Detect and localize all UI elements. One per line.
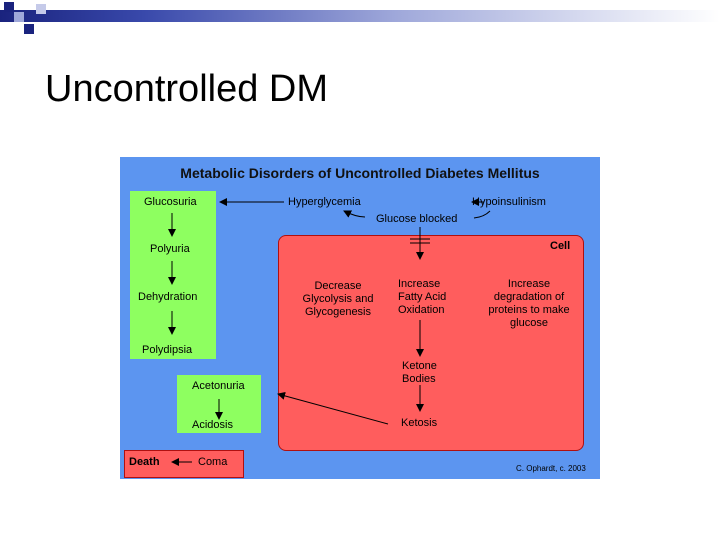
decor-square (36, 4, 46, 14)
node-ketosis: Ketosis (401, 417, 438, 429)
node-glucose-blocked: Glucose blocked (376, 213, 458, 225)
node-hypoinsulinism: Hypoinsulinism (472, 196, 546, 208)
decor-square (24, 24, 34, 34)
node-decrease-glycolysis: Decrease Glycolysis and Glycogenesis (292, 280, 384, 319)
node-increase-fatty-acid: Increase Fatty Acid Oxidation (398, 278, 446, 317)
diagram-title: Metabolic Disorders of Uncontrolled Diab… (180, 165, 540, 181)
node-increase-pr-line1: Increase (507, 278, 551, 290)
node-increase-fa-line3: Oxidation (398, 304, 445, 316)
node-decrease-line1: Decrease (314, 280, 362, 292)
node-increase-pr-line2: degradation of (493, 291, 565, 303)
arrows-layer (168, 198, 491, 466)
decor-square (14, 12, 24, 22)
arrow (343, 210, 366, 218)
node-acetonuria: Acetonuria (192, 380, 245, 392)
arrow (473, 210, 491, 219)
node-polydipsia: Polydipsia (142, 344, 193, 356)
metabolic-disorders-diagram: Metabolic Disorders of Uncontrolled Diab… (120, 157, 600, 479)
node-increase-pr-line3: proteins to make (488, 304, 570, 316)
node-increase-fa-line1: Increase (398, 278, 441, 290)
node-glucosuria: Glucosuria (144, 196, 197, 208)
arrow (277, 391, 389, 425)
decor-square (4, 2, 14, 12)
cell-box (278, 235, 584, 451)
node-ketone-bodies: Ketone Bodies (402, 360, 437, 386)
slide-title: Uncontrolled DM (45, 68, 328, 110)
node-decrease-line3: Glycogenesis (304, 306, 372, 318)
node-acidosis: Acidosis (192, 419, 233, 431)
node-decrease-line2: Glycolysis and (302, 293, 374, 305)
header-gradient-bar (0, 10, 720, 22)
node-ketone-line2: Bodies (402, 373, 436, 385)
node-increase-fa-line2: Fatty Acid (398, 291, 447, 303)
cell-label: Cell (550, 240, 571, 252)
node-dehydration: Dehydration (138, 291, 198, 303)
node-hyperglycemia: Hyperglycemia (288, 196, 361, 208)
node-increase-pr-line4: glucose (510, 317, 548, 329)
node-ketone-line1: Ketone (402, 360, 437, 372)
credit-text: C. Ophardt, c. 2003 (516, 464, 586, 473)
node-coma: Coma (198, 456, 228, 468)
node-death: Death (129, 456, 160, 468)
node-polyuria: Polyuria (150, 243, 190, 255)
death-box (124, 450, 244, 478)
node-increase-protein-degradation: Increase degradation of proteins to make… (478, 278, 580, 330)
